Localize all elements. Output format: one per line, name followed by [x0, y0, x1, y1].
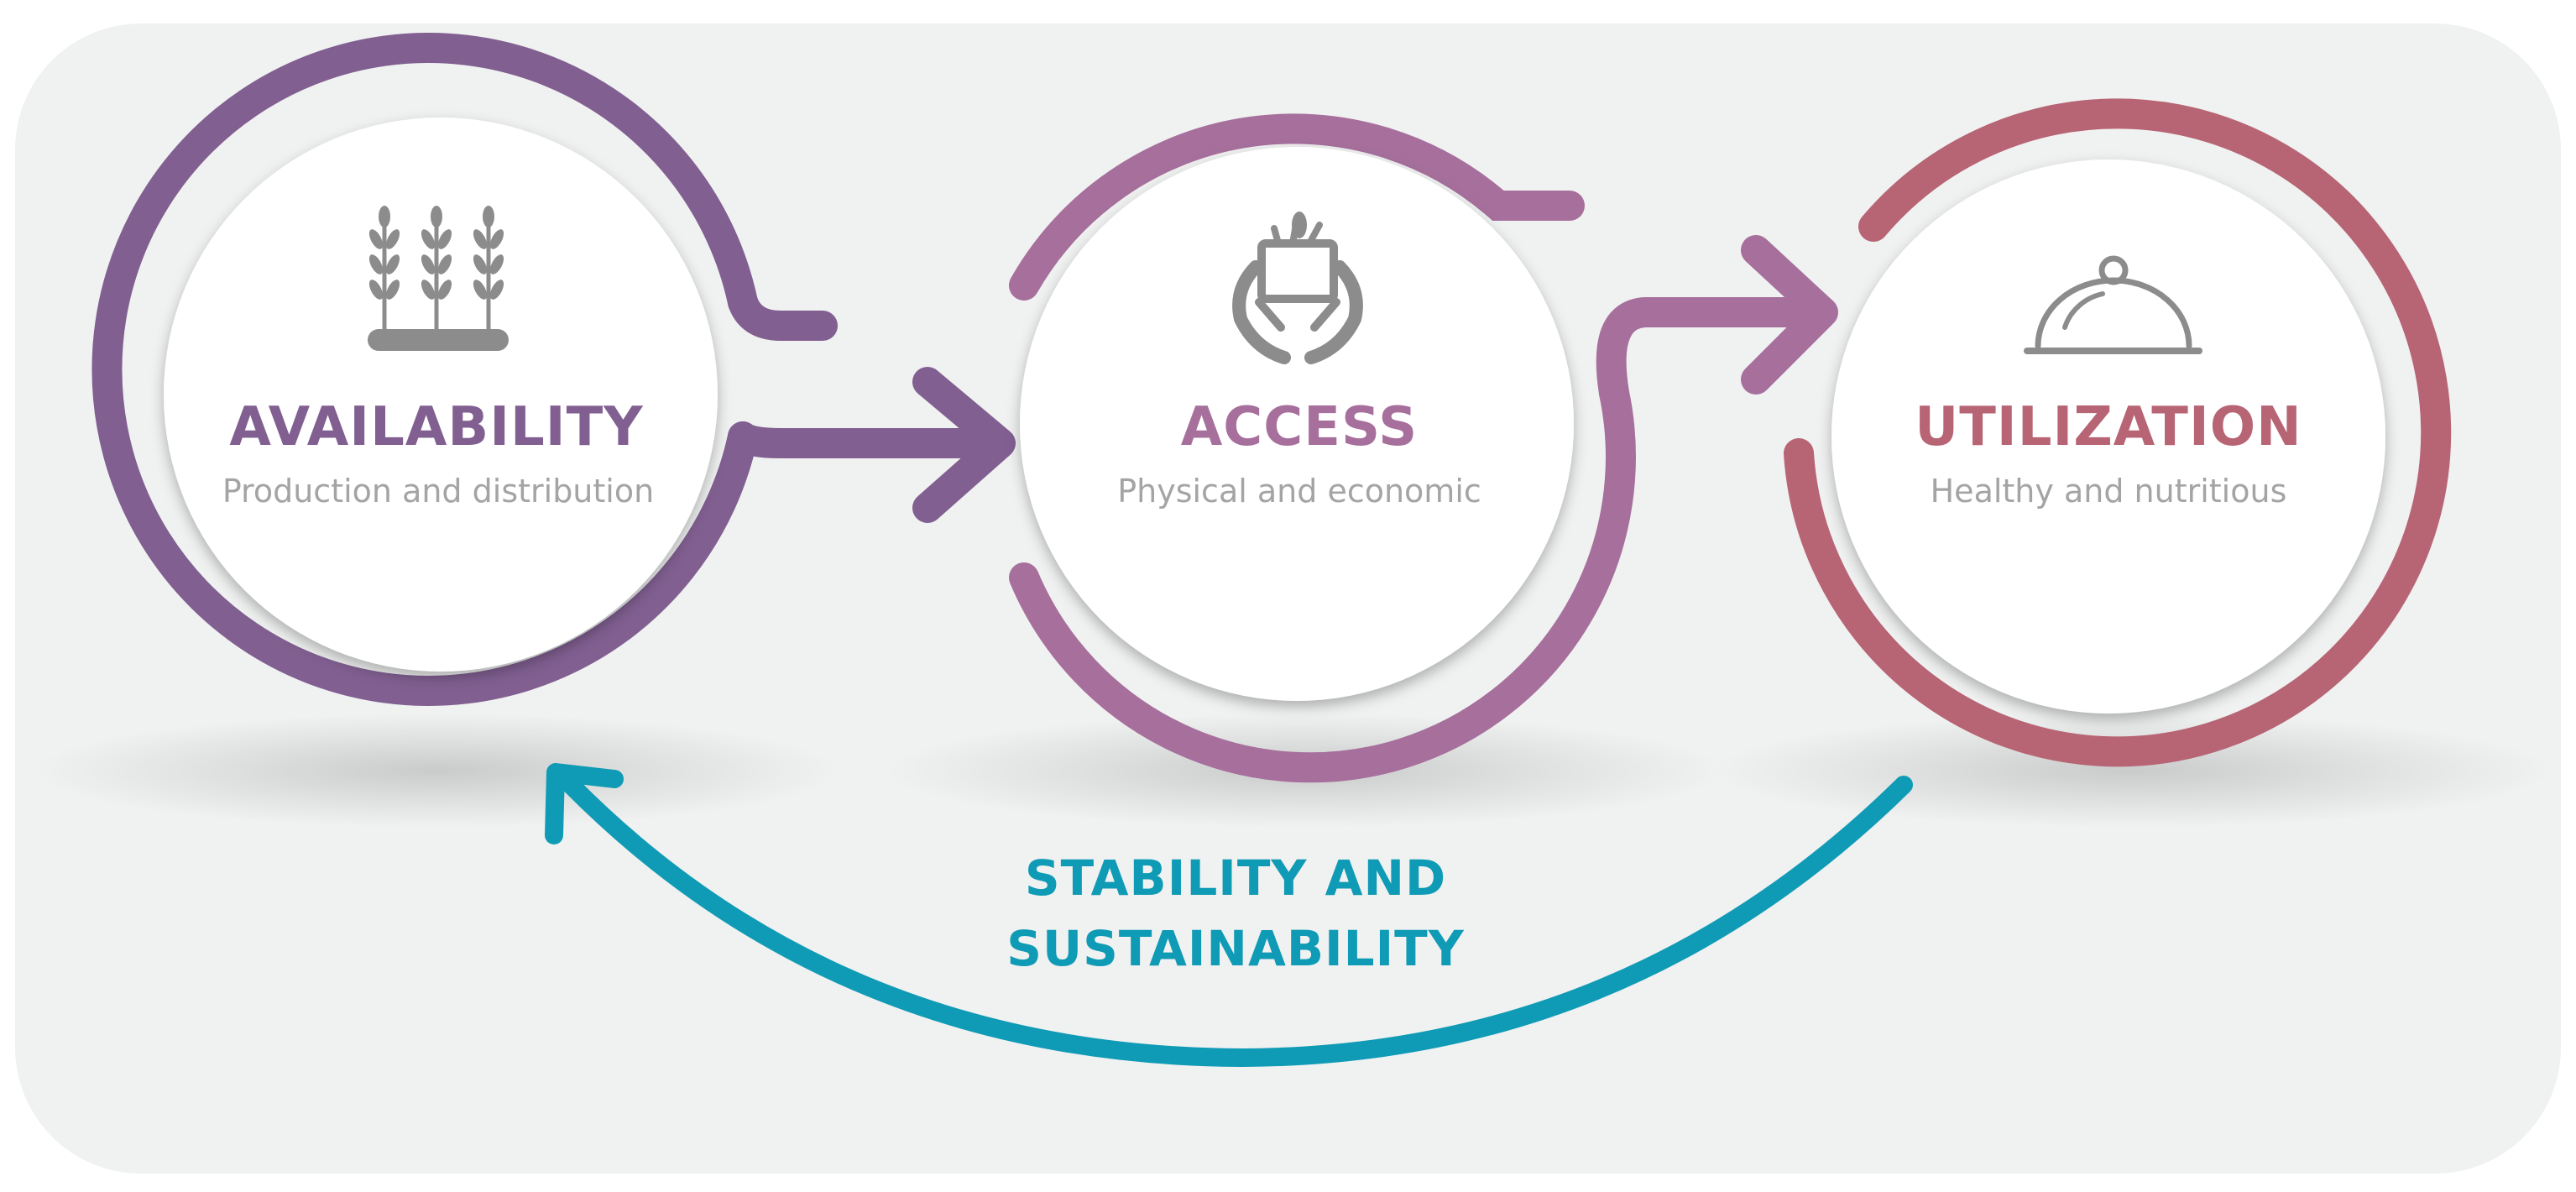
stability-cycle-arrow: [545, 763, 1913, 1067]
utilization-ground-shadow: [1712, 714, 2552, 828]
wheat-icon: [368, 206, 509, 351]
access-arrow: [1596, 235, 1838, 408]
utilization-subtitle: Healthy and nutritious: [1931, 473, 2287, 510]
availability-ring: [91, 33, 838, 706]
utilization-ring: [1784, 98, 2452, 767]
stability-label-line1: STABILITY AND: [1025, 850, 1446, 907]
access-disc: [1020, 147, 1574, 701]
utilization-title: UTILIZATION: [1915, 396, 2302, 458]
availability-subtitle: Production and distribution: [222, 473, 654, 510]
availability-ground-shadow: [34, 714, 839, 828]
stability-label-line2: SUSTAINABILITY: [1006, 920, 1465, 977]
availability-arrow: [728, 367, 1016, 523]
access-subtitle: Physical and economic: [1117, 473, 1481, 510]
food-cloche-icon: [2024, 255, 2202, 354]
hands-holding-food-box-icon: [1232, 212, 1363, 364]
utilization-disc: [1831, 159, 2385, 714]
access-title: ACCESS: [1181, 396, 1419, 458]
availability-title: AVAILABILITY: [229, 396, 643, 458]
availability-disc: [164, 118, 718, 672]
access-ring: [1009, 113, 1636, 783]
